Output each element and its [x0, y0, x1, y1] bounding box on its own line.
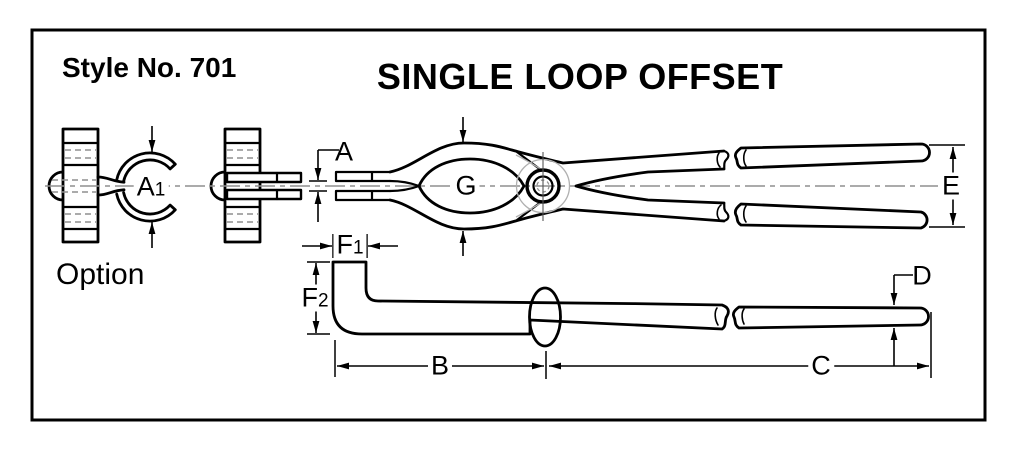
handle-side-segment [731, 305, 930, 330]
dim-label-b: B [427, 352, 453, 380]
plan-view [334, 141, 931, 231]
pivot-side-boss [528, 286, 562, 348]
handle-inner-edges [574, 167, 726, 205]
loop-outer-upper [388, 141, 726, 174]
offset-body [331, 260, 730, 336]
clamp-neck [96, 175, 126, 197]
dim-label-c: C [808, 352, 834, 380]
dim-label-d: D [912, 260, 932, 291]
clamp-ring-upper [115, 151, 177, 183]
style-number: Style No. 701 [62, 52, 237, 83]
loop-outer-lower [388, 198, 726, 231]
handle-upper-segment [733, 142, 931, 170]
jaw-strip-lower [225, 188, 303, 201]
handle-lower-segment [733, 202, 929, 230]
jaw-strip-upper [225, 171, 303, 184]
option-caption: Option [56, 258, 145, 291]
break-caps [722, 149, 730, 223]
nose-tips [334, 170, 392, 202]
dim-label-e: E [938, 172, 964, 200]
drawing-title: SINGLE LOOP OFFSET [376, 56, 784, 97]
loop-eye [417, 157, 526, 215]
drawing-border [30, 28, 987, 422]
clamp-ring-lower [115, 191, 177, 223]
side-view [331, 260, 930, 348]
dimension-annotations [148, 117, 965, 379]
dim-label-a: A [334, 136, 354, 167]
dim-label-g: G [452, 172, 480, 200]
